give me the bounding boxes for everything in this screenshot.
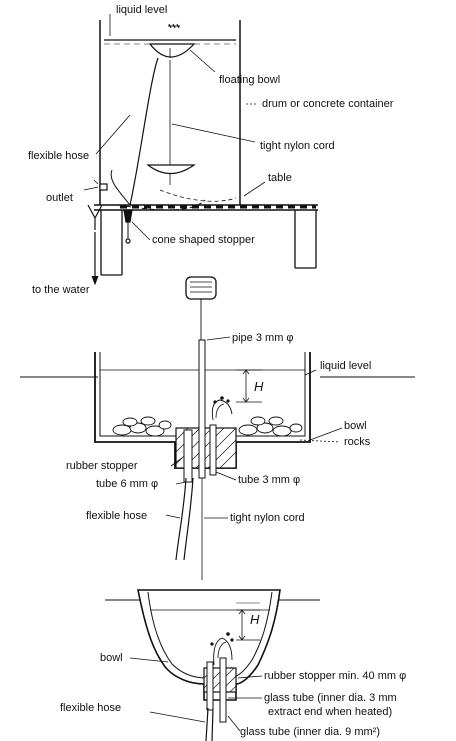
fig3-rubber-stopper-label: rubber stopper min. 40 mm φ — [264, 670, 407, 682]
fig1-table-label: table — [268, 172, 292, 184]
drum-hose — [129, 57, 159, 206]
figure1-drawing — [83, 14, 318, 286]
floating-bowl-top — [148, 43, 196, 58]
fig3-glass-tube-3mm-label: glass tube (inner dia. 3 mm — [264, 692, 397, 704]
fig1-container-label: drum or concrete container — [262, 98, 394, 110]
fig3-glass-tube-9mm-label: glass tube (inner dia. 9 mm²) — [240, 726, 380, 738]
fig2-tube-3mm-label: tube 3 mm φ — [238, 474, 301, 486]
fig1-nylon-cord-label: tight nylon cord — [260, 140, 335, 152]
fig1-stopper-label: cone shaped stopper — [152, 234, 255, 246]
figure3-drawing — [105, 589, 320, 741]
fig2-liquid-level-label: liquid level — [320, 360, 372, 372]
fig2-rubber-stopper-label: rubber stopper — [66, 460, 138, 472]
fig2-rocks-label: rocks — [344, 436, 371, 448]
fig3-height-label: H — [250, 612, 260, 627]
fig1-liquid-level-label: liquid level — [116, 4, 168, 16]
fig2-bowl-label: bowl — [344, 420, 367, 432]
fig3-flexible-hose-label: flexible hose — [60, 702, 122, 714]
fig1-to-water-label: to the water — [32, 284, 90, 296]
fig2-pipe-label: pipe 3 mm φ — [232, 332, 294, 344]
fig2-nylon-cord-label: tight nylon cord — [230, 512, 305, 524]
fig3-glass-tube-3mm-note: extract end when heated) — [268, 706, 393, 718]
fig1-flexible-hose-label: flexible hose — [28, 150, 90, 162]
fig2-height-label: H — [254, 379, 264, 394]
fig2-tube-6mm-label: tube 6 mm φ — [96, 478, 159, 490]
fig2-flexible-hose-label: flexible hose — [86, 510, 148, 522]
figure2-drawing — [20, 276, 415, 580]
fig3-bowl-label: bowl — [100, 652, 123, 664]
floating-bowl-low — [146, 164, 196, 175]
fig1-floating-bowl-label: floating bowl — [219, 74, 281, 86]
fig1-outlet-label: outlet — [46, 192, 73, 204]
